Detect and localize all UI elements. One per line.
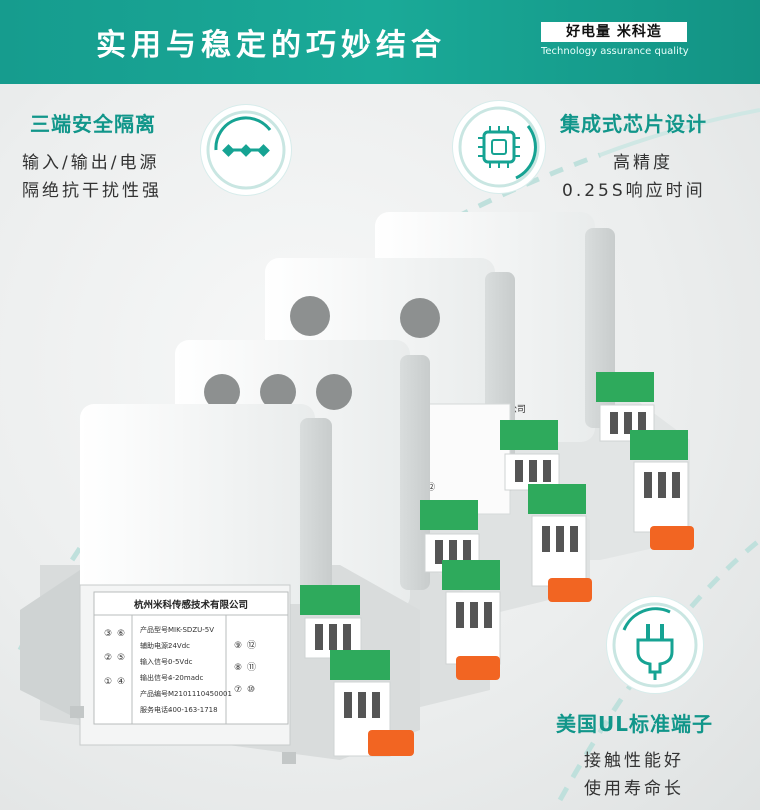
feature-isolation-line2: 隔绝抗干扰性强 — [22, 181, 162, 201]
label-row-value: 400-163-1718 — [168, 706, 218, 714]
label-row-value: 4-20madc — [168, 674, 203, 682]
feature-chip-line2: 0.25S响应时间 — [562, 181, 706, 201]
label-company: 杭州米科传感技术有限公司 — [134, 599, 248, 611]
chip-icon — [456, 104, 542, 190]
pin-label: ⑩ — [247, 685, 255, 695]
brand-tagline: Technology assurance quality — [541, 46, 689, 57]
pin-label: ⑨ — [234, 641, 242, 651]
pin-label: ⑪ — [247, 662, 256, 673]
label-row-key: 服务电话: — [140, 705, 170, 714]
back-pin-1: ⑫ — [426, 482, 435, 493]
pin-label: ⑫ — [247, 640, 256, 651]
pin-label: ② — [104, 653, 112, 663]
label-row-value: M2101110450001 — [168, 690, 232, 698]
feature-terminal-title: 美国UL标准端子 — [556, 712, 713, 736]
pin-label: ⑧ — [234, 663, 242, 673]
feature-chip-line1: 高精度 — [613, 153, 673, 173]
diamond-links-icon — [204, 108, 288, 192]
page-title: 实用与稳定的巧妙结合 — [96, 28, 446, 63]
label-row-value: 0-5Vdc — [168, 658, 193, 666]
pin-label: ④ — [117, 677, 125, 687]
label-row-value: 24Vdc — [168, 642, 190, 650]
label-row-key: 产品编号: — [140, 689, 170, 698]
feature-isolation-line1: 输入/输出/电源 — [22, 153, 160, 173]
product-label: 杭州米科传感技术有限公司 产品型号: MIK-SDZU-5V 辅助电源: 24V… — [93, 591, 289, 725]
back-label-fragment: 公司 — [508, 404, 526, 415]
label-row-key: 辅助电源: — [140, 641, 170, 650]
feature-isolation-title: 三端安全隔离 — [30, 112, 156, 136]
label-row-value: MIK-SDZU-5V — [168, 626, 214, 634]
label-row-key: 产品型号: — [140, 625, 170, 634]
label-row-key: 输出信号: — [140, 673, 170, 682]
feature-terminal-line1: 接触性能好 — [584, 751, 684, 771]
pin-label: ⑦ — [234, 685, 242, 695]
brand-slogan: 好电量 米科造 — [541, 22, 687, 42]
decor-arc-top — [17, 152, 601, 652]
pin-label: ⑤ — [117, 653, 125, 663]
feature-terminal-line2: 使用寿命长 — [584, 779, 684, 799]
pin-label: ① — [104, 677, 112, 687]
plug-icon — [610, 600, 700, 690]
label-row-key: 输入信号: — [140, 657, 170, 666]
header-banner: 实用与稳定的巧妙结合 好电量 米科造 Technology assurance … — [0, 0, 760, 84]
product-illustration: 公司 ⑫ ⑫ — [17, 108, 760, 802]
decor-arc-tail — [599, 108, 760, 157]
pin-label: ⑥ — [117, 629, 125, 639]
feature-chip-title: 集成式芯片设计 — [560, 112, 707, 136]
pin-label: ③ — [104, 629, 112, 639]
